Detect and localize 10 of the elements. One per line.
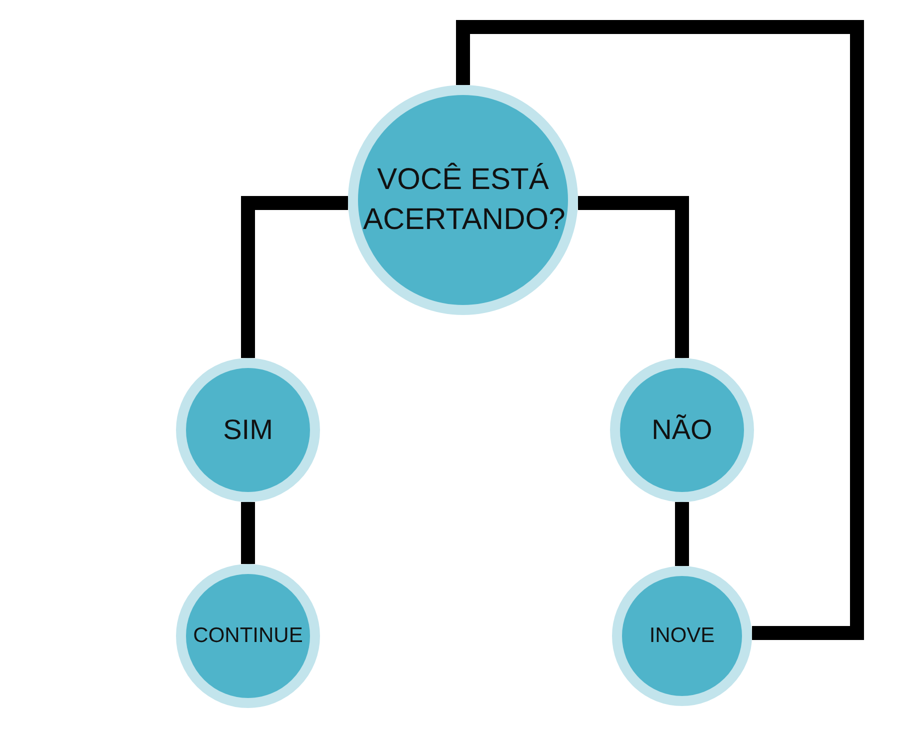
node-label: SIM bbox=[223, 413, 273, 447]
node-label: INOVE bbox=[649, 623, 715, 650]
connector-line bbox=[241, 196, 348, 358]
connector-line bbox=[456, 20, 864, 640]
node-label: VOCÊ ESTÁ ACERTANDO? bbox=[363, 162, 563, 238]
node-label: NÃO bbox=[652, 413, 712, 447]
node-label: CONTINUE bbox=[193, 623, 303, 650]
connector-line bbox=[578, 196, 689, 358]
connector-line bbox=[675, 502, 689, 566]
connector-line bbox=[241, 502, 255, 564]
